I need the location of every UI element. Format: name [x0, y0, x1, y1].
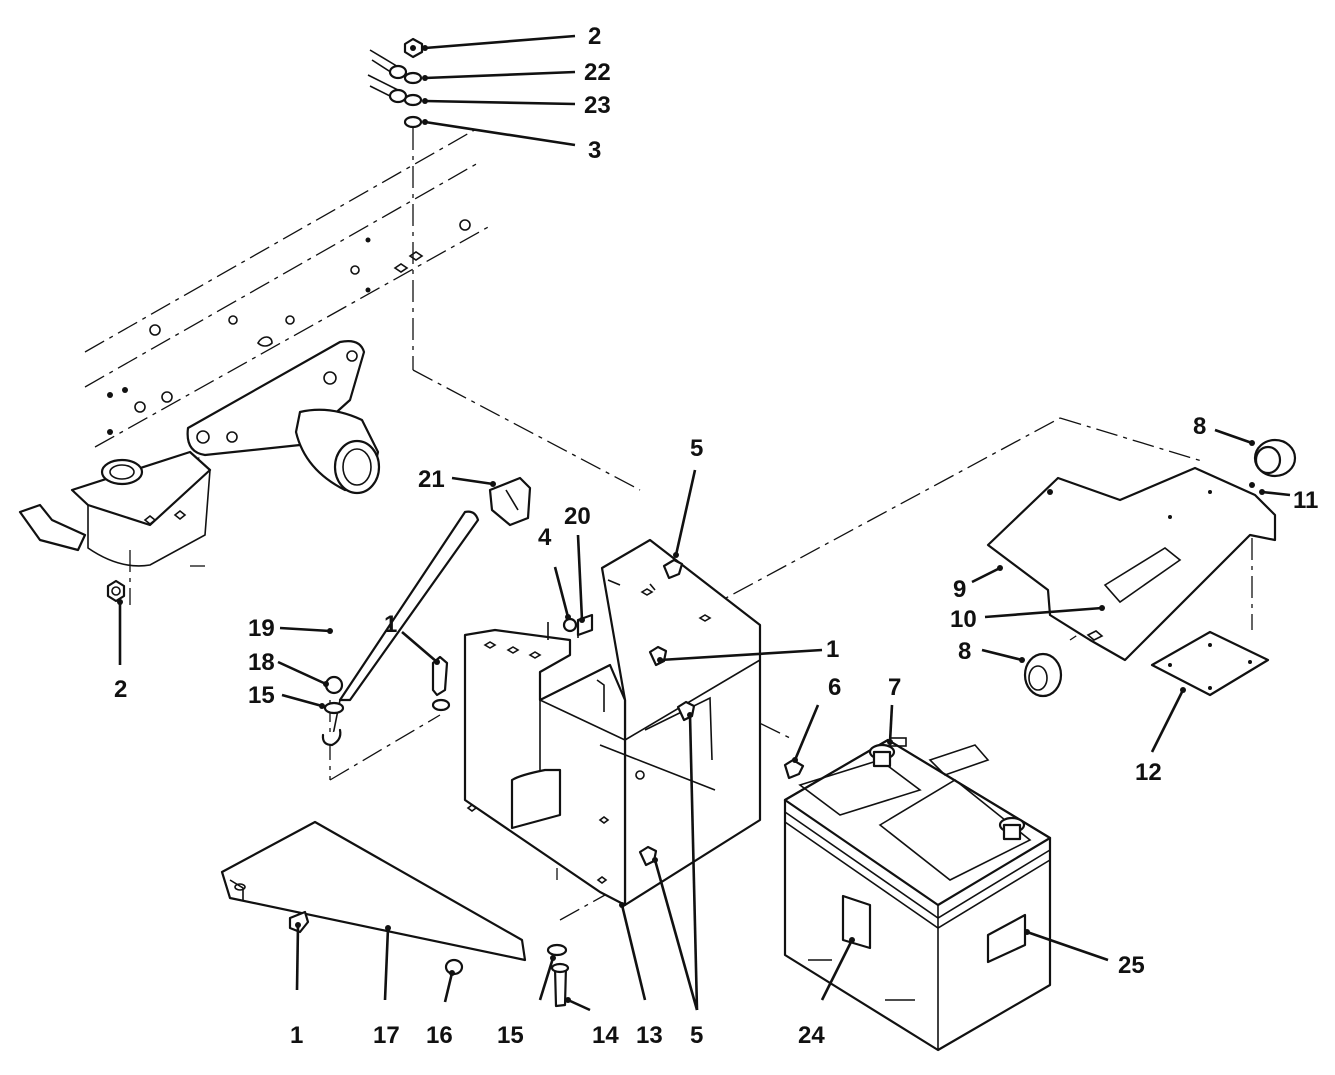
callout-5-bottom: 5 [690, 1022, 703, 1049]
callout-1-right: 1 [826, 636, 839, 663]
callout-7: 7 [888, 674, 901, 701]
callout-17: 17 [373, 1022, 400, 1049]
callout-13: 13 [636, 1022, 663, 1049]
callout-8-top: 8 [1193, 413, 1206, 440]
battery-cover [986, 466, 1277, 662]
battery [783, 737, 1052, 1052]
callout-15-left: 15 [248, 682, 275, 709]
callout-21: 21 [418, 466, 445, 493]
cover-plate [1150, 630, 1270, 697]
callout-10: 10 [950, 606, 977, 633]
callout-6: 6 [828, 674, 841, 701]
callout-16: 16 [426, 1022, 453, 1049]
callout-2-left: 2 [114, 676, 127, 703]
callout-1-bottom: 1 [290, 1022, 303, 1049]
hardware [106, 37, 1255, 1008]
callout-18: 18 [248, 649, 275, 676]
callout-9: 9 [953, 576, 966, 603]
cover-knobs [1023, 438, 1297, 698]
callout-5-top: 5 [690, 435, 703, 462]
callout-11: 11 [1293, 487, 1318, 514]
callout-labels: 2 22 23 3 2 21 5 20 4 19 18 15 1 1 6 7 8… [114, 23, 1318, 1049]
callout-22: 22 [584, 59, 611, 86]
leader-lines [118, 34, 1291, 1012]
callout-19: 19 [248, 615, 275, 642]
battery-tray [463, 538, 762, 907]
hold-down-strap [220, 820, 527, 962]
callout-24: 24 [798, 1022, 825, 1049]
callout-15-bottom: 15 [497, 1022, 524, 1049]
callout-4: 4 [538, 524, 552, 551]
callout-14: 14 [592, 1022, 619, 1049]
callout-2-top: 2 [588, 23, 601, 50]
pedal-bracket [18, 340, 381, 605]
callout-23: 23 [584, 92, 611, 119]
callout-20: 20 [564, 503, 591, 530]
callout-25: 25 [1118, 952, 1145, 979]
callout-3: 3 [588, 137, 601, 164]
callout-1-mid: 1 [384, 611, 397, 638]
callout-12: 12 [1135, 759, 1162, 786]
callout-8-bottom: 8 [958, 638, 971, 665]
leader-dots [117, 45, 1265, 1003]
